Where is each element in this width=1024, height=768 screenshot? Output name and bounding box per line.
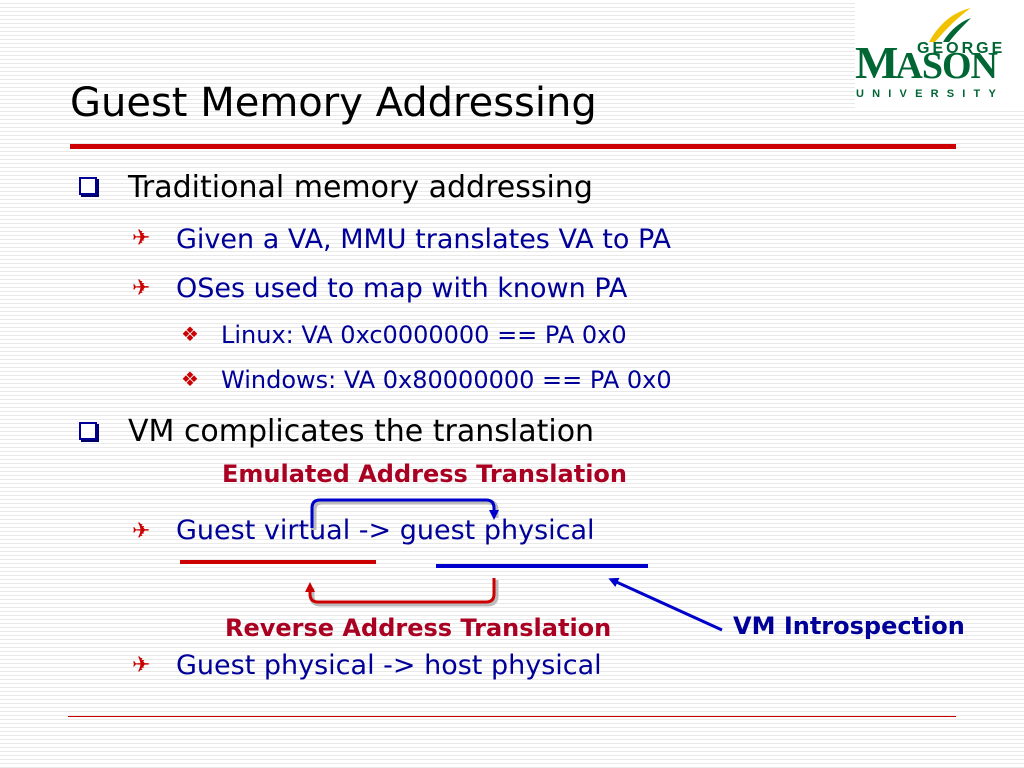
plane-bullet-icon: ✈ [132, 276, 151, 301]
plane-bullet-icon: ✈ [132, 519, 151, 544]
bullet-linux: Linux: VA 0xc0000000 == PA 0x0 [221, 321, 627, 349]
footer-divider [68, 716, 956, 717]
bullet-guest-virtual: Guest virtual -> guest physical [176, 515, 595, 546]
bullet-vm-complicates: VM complicates the translation [128, 414, 595, 449]
square-bullet-icon [79, 422, 97, 440]
vm-introspection-label: VM Introspection [733, 612, 965, 640]
introspection-arrow [608, 577, 723, 632]
bullet-guest-physical: Guest physical -> host physical [176, 650, 602, 681]
page-title: Guest Memory Addressing [70, 80, 597, 126]
logo-university-text: UNIVERSITY [856, 88, 1005, 100]
diamond-bullet-icon: ❖ [181, 322, 199, 346]
logo-george-text: GEORGE [917, 40, 1006, 57]
leaf-icon [929, 8, 971, 42]
square-bullet-icon [79, 177, 97, 195]
logo-mason-text: MASON [855, 37, 998, 88]
diamond-bullet-icon: ❖ [181, 367, 199, 391]
logo-mason-initial: M [855, 37, 898, 88]
plane-bullet-icon: ✈ [132, 653, 151, 678]
logo-mason-rest: ASON [895, 45, 998, 87]
emulated-translation-label: Emulated Address Translation [222, 460, 627, 488]
title-divider [70, 144, 956, 149]
university-logo: GEORGE MASON UNIVERSITY [855, 0, 1024, 108]
reverse-arrow [305, 578, 499, 607]
bullet-given-va: Given a VA, MMU translates VA to PA [176, 224, 671, 255]
bullet-oses: OSes used to map with known PA [176, 273, 628, 304]
plane-bullet-icon: ✈ [132, 226, 151, 251]
bullet-traditional: Traditional memory addressing [128, 170, 593, 205]
reverse-translation-label: Reverse Address Translation [225, 614, 612, 642]
bullet-windows: Windows: VA 0x80000000 == PA 0x0 [221, 366, 672, 394]
